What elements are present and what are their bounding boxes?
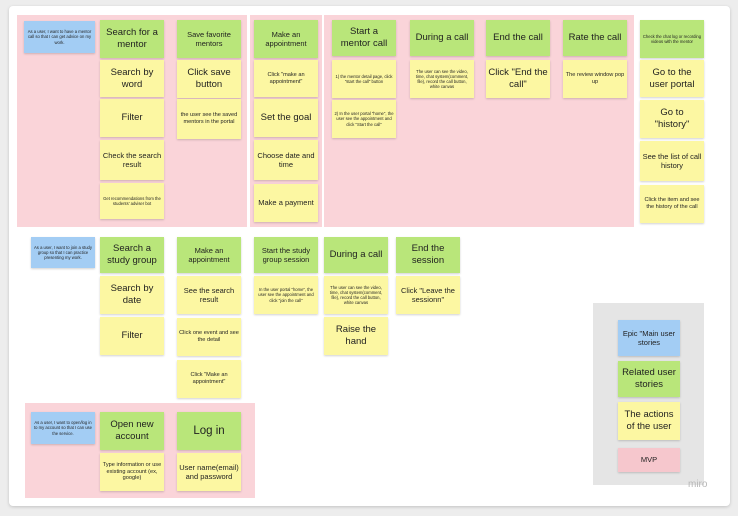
action-see-saved-mentors[interactable]: the user see the saved mentors in the po…: [177, 99, 241, 139]
action-during-call-features[interactable]: The user can see the video, time, chat s…: [410, 60, 474, 98]
action-check-search-result[interactable]: Check the search result: [100, 140, 164, 180]
user-story-study-group[interactable]: As a user, I want to join a study group …: [31, 237, 95, 268]
action-go-to-history[interactable]: Go to "history": [640, 100, 704, 138]
legend-mvp: MVP: [618, 448, 680, 472]
epic-end-call[interactable]: End the call: [486, 20, 550, 56]
legend-epic: Epic "Main user stories: [618, 320, 680, 356]
action-search-by-word[interactable]: Search by word: [100, 60, 164, 97]
legend-related-stories: Related user stories: [618, 361, 680, 397]
user-story-mentor-call[interactable]: As a user, I want to have a mentor call …: [24, 21, 95, 53]
action-search-by-date[interactable]: Search by date: [100, 276, 164, 314]
action-start-call-detail-page[interactable]: 1) the mentor detail page, click "start …: [332, 60, 396, 98]
action-leave-session[interactable]: Click "Leave the sessionn": [396, 276, 460, 314]
action-enter-credentials[interactable]: User name(email) and password: [177, 453, 241, 491]
epic-start-study-session[interactable]: Start the study group session: [254, 237, 318, 273]
epic-end-session[interactable]: End the session: [396, 237, 460, 273]
action-click-save-button[interactable]: Click save button: [177, 60, 241, 98]
action-click-end-call[interactable]: Click "End the call": [486, 60, 550, 98]
miro-logo: miro: [688, 479, 708, 490]
epic-save-favorite-mentors[interactable]: Save favorite mentors: [177, 20, 241, 58]
action-raise-hand[interactable]: Raise the hand: [324, 317, 388, 355]
epic-log-in[interactable]: Log in: [177, 412, 241, 450]
action-review-window[interactable]: The review window pop up: [563, 60, 627, 98]
action-type-account-info[interactable]: Type information or use existing account…: [100, 453, 164, 491]
legend-actions: The actions of the user: [618, 402, 680, 440]
action-start-call-user-portal[interactable]: 2) In the user portal "home", the user s…: [332, 100, 396, 138]
epic-make-appointment-study[interactable]: Make an appointment: [177, 237, 241, 273]
action-click-event-detail[interactable]: Click one event and see the detail: [177, 318, 241, 356]
user-story-account[interactable]: As a user, I want to open/log in to my a…: [31, 412, 95, 444]
action-click-make-appointment[interactable]: Click "make an appointment": [254, 60, 318, 97]
action-filter[interactable]: Filter: [100, 99, 164, 137]
action-choose-date-time[interactable]: Choose date and time: [254, 140, 318, 180]
action-get-recommendations[interactable]: Get recommendations from the students' a…: [100, 183, 164, 219]
action-click-make-appointment-study[interactable]: Click "Make an appointment": [177, 360, 241, 398]
epic-during-study-call[interactable]: During a call: [324, 237, 388, 273]
epic-make-appointment[interactable]: Make an appointment: [254, 20, 318, 58]
epic-during-call[interactable]: During a call: [410, 20, 474, 56]
action-filter-study-group[interactable]: Filter: [100, 317, 164, 355]
epic-check-chat-log[interactable]: Check the chat log or recording videos w…: [640, 20, 704, 58]
epic-search-study-group[interactable]: Search a study group: [100, 237, 164, 273]
epic-rate-call[interactable]: Rate the call: [563, 20, 627, 56]
action-click-history-item[interactable]: Click the item and see the history of th…: [640, 185, 704, 223]
action-make-payment[interactable]: Make a payment: [254, 184, 318, 222]
action-join-call[interactable]: In the user portal "home", the user see …: [254, 276, 318, 314]
action-during-study-call-features[interactable]: The user can see the video, time, chat s…: [324, 276, 388, 314]
action-go-to-user-portal[interactable]: Go to the user portal: [640, 60, 704, 97]
epic-open-new-account[interactable]: Open new account: [100, 412, 164, 450]
epic-search-mentor[interactable]: Search for a mentor: [100, 20, 164, 58]
action-see-search-result[interactable]: See the search result: [177, 276, 241, 314]
epic-start-mentor-call[interactable]: Start a mentor call: [332, 20, 396, 56]
action-set-goal[interactable]: Set the goal: [254, 99, 318, 137]
action-see-call-history-list[interactable]: See the list of call history: [640, 141, 704, 181]
